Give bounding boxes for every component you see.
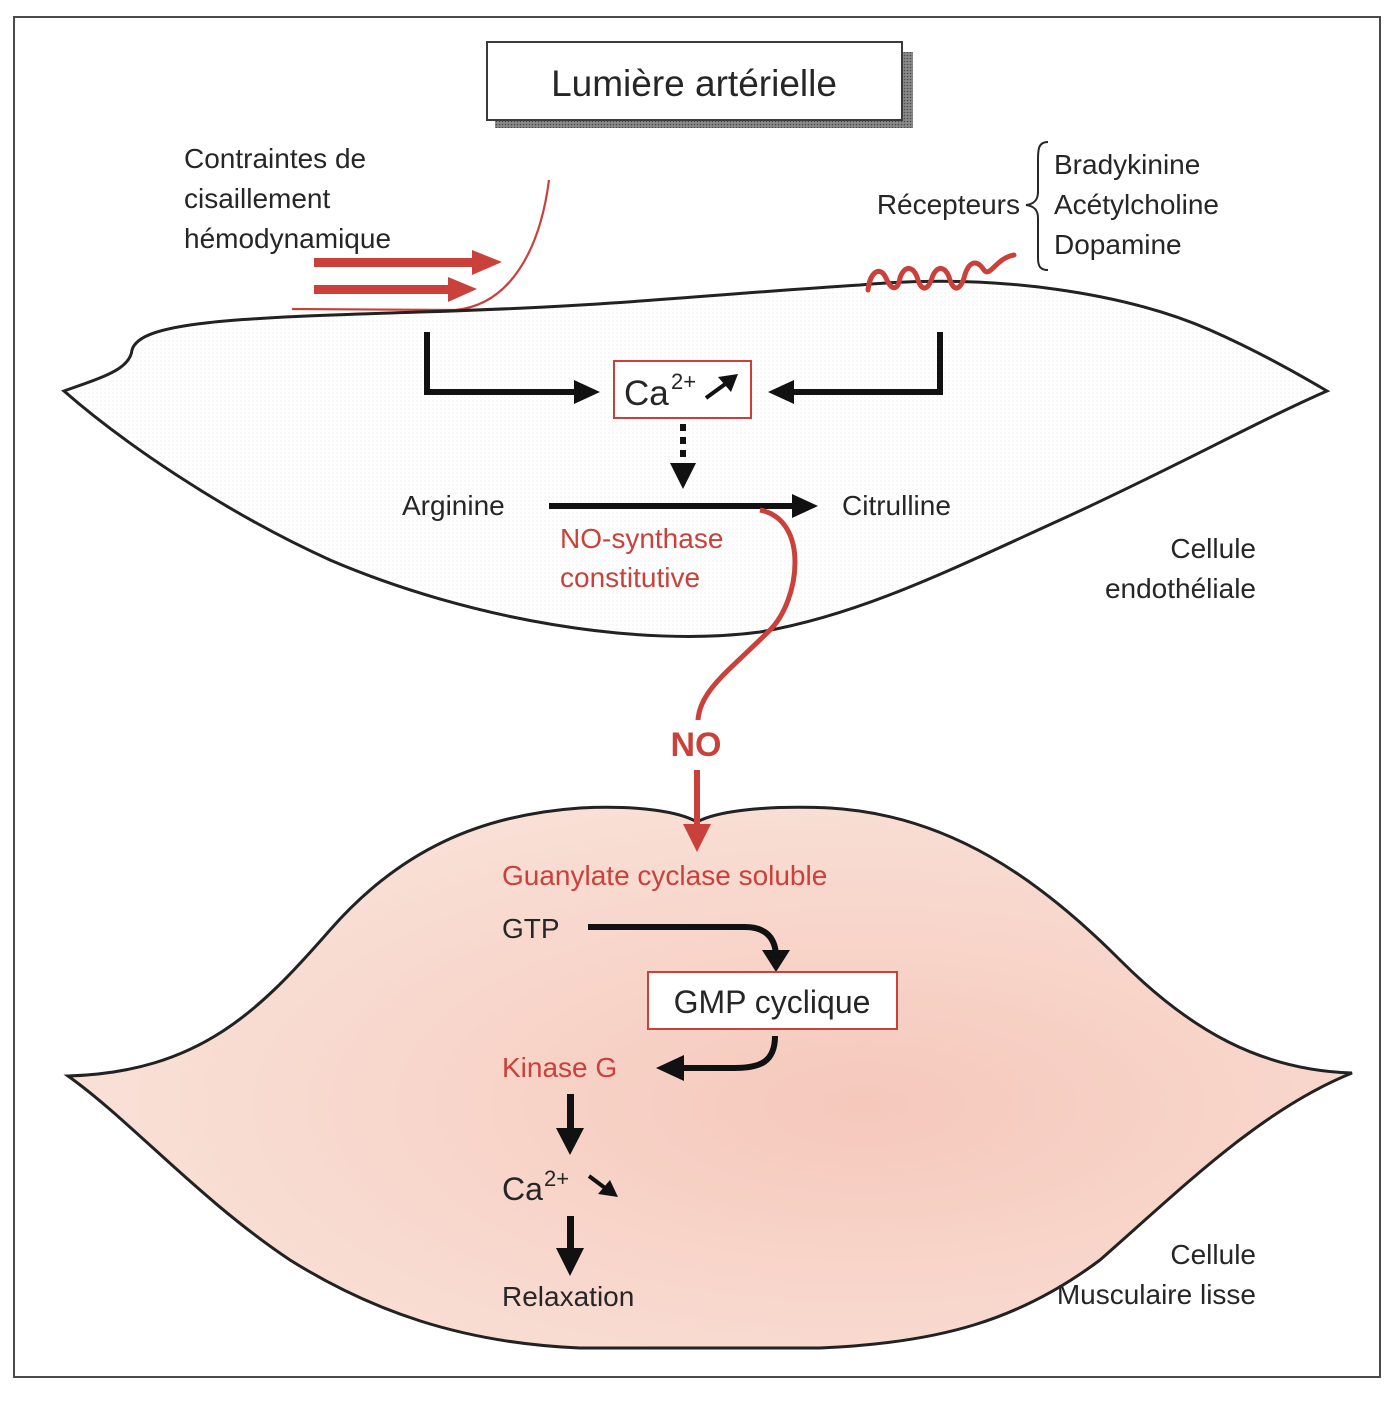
- title-text: Lumière artérielle: [551, 63, 837, 104]
- kinase-to-calcium-arrow: [556, 1094, 584, 1155]
- shear-stress-label: Contraintes de cisaillement hémodynamiqu…: [184, 143, 391, 254]
- shear-arrow-2-icon: [314, 277, 477, 302]
- gtp-to-cgmp-arrow: [588, 924, 790, 972]
- calcium-activates-enzyme-arrow: [670, 424, 696, 489]
- calcium-charge-label: 2+: [671, 369, 696, 394]
- agonist-acetylcholine: Acétylcholine: [1054, 189, 1219, 220]
- muscle-calcium-charge-label: 2+: [544, 1166, 569, 1191]
- no-synthase-line-1: NO-synthase: [560, 523, 723, 554]
- arginine-label: Arginine: [402, 490, 505, 521]
- smooth-muscle-cell: [63, 805, 1353, 1350]
- receptors-label: Récepteurs: [877, 189, 1020, 220]
- calcium-to-relaxation-arrow: [556, 1216, 584, 1276]
- arginine-to-citrulline-arrow: [549, 494, 818, 518]
- kinase-g-label: Kinase G: [502, 1052, 617, 1083]
- shear-to-calcium-arrow: [424, 332, 600, 404]
- muscle-cell-label-1: Cellule: [1170, 1239, 1256, 1270]
- title-box: Lumière artérielle: [486, 41, 913, 128]
- no-release-curve: [695, 507, 798, 721]
- relaxation-label: Relaxation: [502, 1281, 634, 1312]
- shear-stress-line-3: hémodynamique: [184, 223, 391, 254]
- shear-stress-line-2: cisaillement: [184, 183, 330, 214]
- calcium-increase-box: Ca 2+: [613, 360, 752, 419]
- endothelial-cell: [61, 279, 1331, 638]
- endothelial-cell-label-1: Cellule: [1170, 533, 1256, 564]
- muscle-calcium-ion-label: Ca: [502, 1171, 543, 1207]
- gtp-label: GTP: [502, 913, 560, 944]
- shear-arrow-1-icon: [314, 250, 502, 275]
- no-diffusion-arrow: [683, 770, 711, 852]
- guanylate-cyclase-label: Guanylate cyclase soluble: [502, 860, 827, 891]
- shear-flow-icon: [291, 179, 551, 312]
- calcium-ion-label: Ca: [624, 374, 669, 413]
- receptor-coil-icon: [865, 252, 1017, 293]
- calcium-decrease-group: Ca 2+: [502, 1166, 618, 1207]
- cgmp-label: GMP cyclique: [674, 984, 871, 1020]
- receptor-to-calcium-arrow: [768, 332, 943, 404]
- receptors-label-group: Récepteurs Bradykinine Acétylcholine Dop…: [877, 141, 1219, 271]
- calcium-down-arrow-icon: [587, 1174, 618, 1197]
- cgmp-box: GMP cyclique: [647, 971, 898, 1030]
- shear-stress-line-1: Contraintes de: [184, 143, 366, 174]
- shear-flow-curve: [291, 179, 551, 312]
- citrulline-label: Citrulline: [842, 490, 951, 521]
- no-synthase-line-2: constitutive: [560, 562, 700, 593]
- title-box-frame: [486, 41, 903, 121]
- brace-icon: [1025, 141, 1049, 271]
- endothelial-cell-label-2: endothéliale: [1105, 573, 1256, 604]
- agonist-dopamine: Dopamine: [1054, 229, 1182, 260]
- muscle-cell-label-2: Musculaire lisse: [1057, 1279, 1256, 1310]
- calcium-up-arrow-icon: [704, 374, 738, 400]
- figure-frame: [13, 16, 1381, 1378]
- cgmp-to-kinase-arrow: [656, 1035, 778, 1081]
- no-label: NO: [671, 726, 722, 764]
- agonist-bradykinine: Bradykinine: [1054, 149, 1200, 180]
